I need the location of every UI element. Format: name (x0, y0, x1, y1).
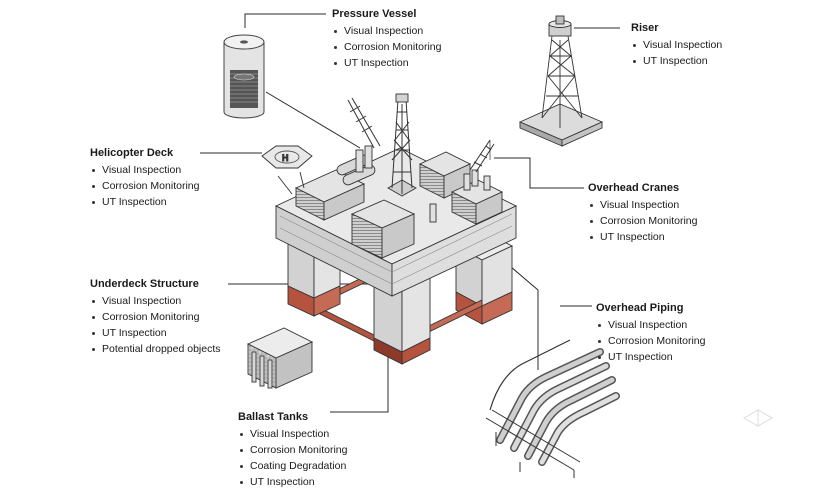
list-item: Corrosion Monitoring (596, 333, 705, 349)
watermark-icon (742, 409, 774, 427)
list-item: Corrosion Monitoring (90, 178, 199, 194)
list-item: Corrosion Monitoring (332, 39, 441, 55)
leader-pressure-vessel (244, 13, 326, 28)
callout-overhead-cranes: Overhead Cranes Visual Inspection Corros… (588, 180, 697, 245)
platform-illustration: H (261, 93, 518, 365)
list-item: Visual Inspection (238, 426, 347, 442)
callout-overhead-piping: Overhead Piping Visual Inspection Corros… (596, 300, 705, 365)
list-item: Visual Inspection (596, 317, 705, 333)
callout-pressure-vessel: Pressure Vessel Visual Inspection Corros… (332, 6, 441, 71)
list-item: UT Inspection (238, 474, 347, 490)
list-item: Visual Inspection (90, 293, 221, 309)
svg-text:H: H (282, 153, 289, 163)
helipad-icon: H (261, 145, 313, 195)
callout-helicopter-deck: Helicopter Deck Visual Inspection Corros… (90, 145, 199, 210)
list-item: UT Inspection (596, 349, 705, 365)
leader-overhead-cranes (494, 157, 584, 189)
callout-ballast-tanks: Ballast Tanks Visual Inspection Corrosio… (238, 409, 347, 490)
callout-title: Underdeck Structure (90, 278, 199, 290)
callout-title: Pressure Vessel (332, 8, 417, 20)
callout-title: Helicopter Deck (90, 147, 174, 159)
callout-title: Riser (631, 22, 659, 34)
list-item: UT Inspection (631, 53, 722, 69)
list-item: UT Inspection (332, 55, 441, 71)
callout-underdeck-structure: Underdeck Structure Visual Inspection Co… (90, 276, 221, 357)
list-item: UT Inspection (90, 194, 199, 210)
list-item: Corrosion Monitoring (588, 213, 697, 229)
list-item: Visual Inspection (588, 197, 697, 213)
callout-title: Overhead Cranes (588, 182, 680, 194)
riser-illustration (518, 15, 604, 147)
overhead-piping-illustration (485, 339, 620, 478)
list-item: Visual Inspection (332, 23, 441, 39)
list-item: Corrosion Monitoring (90, 309, 221, 325)
pressure-vessel-illustration (223, 34, 265, 119)
callout-title: Ballast Tanks (238, 411, 309, 423)
list-item: UT Inspection (90, 325, 221, 341)
list-item: UT Inspection (588, 229, 697, 245)
list-item: Visual Inspection (90, 162, 199, 178)
underdeck-section-illustration (246, 327, 314, 389)
callout-title: Overhead Piping (596, 302, 684, 314)
list-item: Potential dropped objects (90, 341, 221, 357)
list-item: Visual Inspection (631, 37, 722, 53)
list-item: Coating Degradation (238, 458, 347, 474)
leader-ballast-tanks (330, 346, 389, 413)
leader-pressure-vessel-to-platform (265, 91, 361, 149)
list-item: Corrosion Monitoring (238, 442, 347, 458)
callout-riser: Riser Visual Inspection UT Inspection (631, 20, 722, 69)
